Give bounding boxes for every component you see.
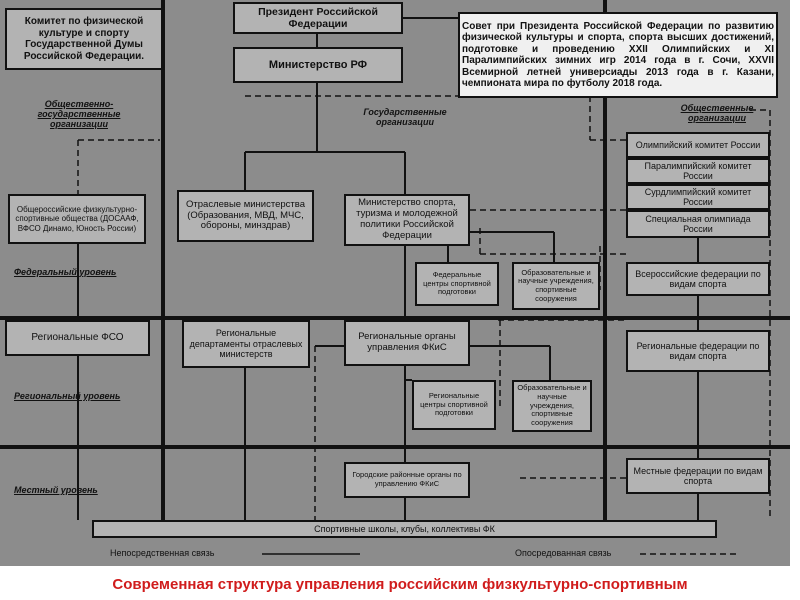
presidential-council-box: Совет при Президента Российской Федераци… [458, 12, 778, 98]
federal-training-centers-box: Федеральные центры спортивной подготовки [415, 262, 499, 306]
public-state-orgs-label: Общественно-государственные организации [37, 99, 121, 129]
regional-training-centers-box: Региональные центры спортивной подготовк… [412, 380, 496, 430]
legend-direct-label: Непосредственная связь [110, 548, 215, 558]
regional-fkis-box: Региональные органы управления ФКиС [344, 320, 470, 366]
federal-level-label: Федеральный уровень [14, 267, 117, 277]
regional-departments-box: Региональные департаменты отраслевых мин… [182, 320, 310, 368]
deaflympic-committee-box: Сурдлимпийский комитет России [626, 184, 770, 210]
legend-indirect-label: Опосредованная связь [515, 548, 612, 558]
olympic-committee-box: Олимпийский комитет России [626, 132, 770, 158]
local-federations-box: Местные федерации по видам спорта [626, 458, 770, 494]
regional-level-label: Региональный уровень [14, 391, 121, 401]
president-box: Президент Российской Федерации [233, 2, 403, 34]
regional-federations-box: Региональные федерации по видам спорта [626, 330, 770, 372]
slide-caption: Современная структура управления российс… [112, 576, 688, 593]
regional-fso-box: Региональные ФСО [5, 320, 150, 356]
municipal-bodies-box: Городские районные органы по управлению … [344, 462, 470, 498]
local-level-label: Местный уровень [14, 485, 98, 495]
paralympic-committee-box: Паралимпийский комитет России [626, 158, 770, 184]
org-structure-diagram: Комитет по физической культуре и спорту … [0, 0, 790, 566]
all-russian-federations-box: Всероссийские федерации по видам спорта [626, 262, 770, 296]
ministry-sport-box: Министерство спорта, туризма и молодежно… [344, 194, 470, 246]
ministry-rf-box: Министерство РФ [233, 47, 403, 83]
branch-ministries-box: Отраслевые министерства (Образования, МВ… [177, 190, 314, 242]
public-orgs-label: Общественные организации [680, 103, 754, 123]
regional-edu-institutions-box: Образовательные и научные учреждения, сп… [512, 380, 592, 432]
federal-edu-institutions-box: Образовательные и научные учреждения, сп… [512, 262, 600, 310]
all-russian-societies-box: Общероссийские физкультурно-спортивные о… [8, 194, 146, 244]
special-olympics-box: Специальная олимпиада России [626, 210, 770, 238]
duma-committee-box: Комитет по физической культуре и спорту … [5, 8, 163, 70]
state-orgs-label: Государственные организации [363, 107, 447, 127]
sport-schools-box: Спортивные школы, клубы, коллективы ФК [92, 520, 717, 538]
